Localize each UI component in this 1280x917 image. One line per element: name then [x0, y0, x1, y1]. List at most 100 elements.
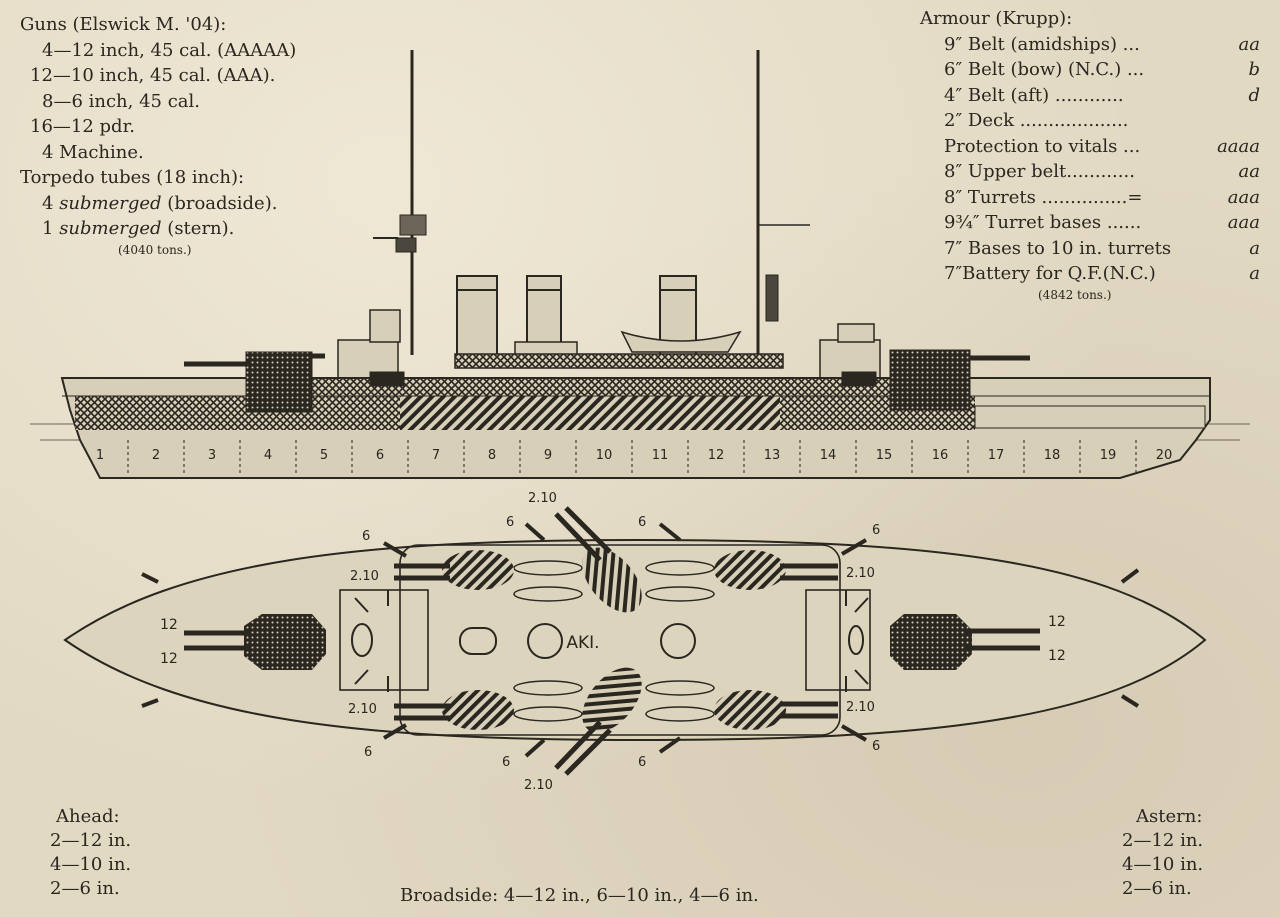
- armour-code: a: [1249, 263, 1260, 284]
- armour-row: 7″ Bases to 10 in. turrets a: [944, 236, 1260, 262]
- armour-code: d: [1248, 84, 1260, 106]
- armour-tons: (4842 tons.): [1038, 287, 1112, 302]
- astern-line: 2—6 in.: [1122, 878, 1192, 899]
- armour-row: 9¾″ Turret bases ...... aaa: [944, 210, 1260, 236]
- astern-line: 4—10 in.: [1122, 854, 1204, 875]
- hull-section-number: 17: [988, 448, 1005, 463]
- hull-section-number: 6: [376, 448, 384, 463]
- torpedo-line: 1 submerged (stern).: [20, 216, 296, 242]
- hull-section-number: 4: [264, 448, 272, 463]
- armour-label: 9¾″ Turret bases ......: [944, 212, 1142, 233]
- hull-section-number: 7: [432, 448, 440, 463]
- torpedo-line: 4 submerged (broadside).: [20, 191, 296, 217]
- gun-label-6: 6: [638, 515, 646, 530]
- hull-section-number: 10: [596, 448, 613, 463]
- gun-label-6: 6: [362, 529, 370, 544]
- gun-label-10: 2.10: [524, 778, 553, 793]
- armour-code: a: [1249, 237, 1260, 259]
- gun-label-12: 12: [1048, 614, 1066, 630]
- armour-row: 9″ Belt (amidships) ...aa: [944, 32, 1260, 58]
- gun-label-10: 2.10: [846, 700, 875, 715]
- hull-section-number: 16: [932, 448, 949, 463]
- gun-label-6: 6: [872, 523, 880, 538]
- armour-row: 7″Battery for Q.F.(N.C.) a: [944, 261, 1260, 287]
- armour-code: aa: [1238, 161, 1260, 182]
- hull-section-number: 19: [1100, 448, 1117, 463]
- guns-tons: (4040 tons.): [118, 242, 192, 257]
- armour-code: aaa: [1227, 186, 1260, 208]
- armour-label: 8″ Turrets ...............=: [944, 186, 1143, 208]
- armour-code: aaa: [1227, 212, 1260, 233]
- astern-line: 2—12 in.: [1122, 830, 1204, 851]
- ahead-title: Ahead:: [56, 806, 120, 827]
- torpedo-where: (stern).: [167, 218, 235, 239]
- gun-label-10: 2.10: [350, 569, 379, 584]
- gun-label-6: 6: [506, 515, 514, 530]
- ship-name: AKI.: [566, 633, 599, 653]
- armour-code: aaaa: [1217, 135, 1260, 157]
- armour-row: Protection to vitals ... aaaa: [944, 134, 1260, 160]
- hull-section-number: 8: [488, 448, 496, 463]
- torpedo-count: 1: [42, 218, 54, 239]
- armour-code: aa: [1238, 33, 1260, 55]
- hull-section-number: 3: [208, 448, 216, 463]
- guns-line: 4—12 inch, 45 cal. (AAAAA): [42, 39, 297, 61]
- armour-label: 2″ Deck ...................: [944, 110, 1129, 131]
- profile-turrets: [184, 349, 1030, 413]
- masts: [373, 50, 810, 355]
- armour-label: 7″ Bases to 10 in. turrets: [944, 237, 1172, 259]
- guns-line: 8—6 inch, 45 cal.: [42, 90, 201, 112]
- hull-section-number: 15: [876, 448, 893, 463]
- gun-label-6: 6: [872, 739, 880, 754]
- torpedo-kind: submerged: [59, 218, 162, 239]
- armour-row: 6″ Belt (bow) (N.C.) ... b: [944, 57, 1260, 83]
- armour-row: 2″ Deck ...................: [944, 108, 1260, 134]
- astern-title: Astern:: [1136, 806, 1203, 827]
- armour-label: Protection to vitals ...: [944, 135, 1141, 157]
- hull-profile: [60, 377, 1211, 479]
- hull-section-number: 12: [708, 448, 725, 463]
- armour-title: Armour (Krupp):: [920, 8, 1073, 29]
- hull-section-number: 13: [764, 448, 781, 463]
- hull-section-number: 2: [152, 448, 160, 463]
- gun-label-6: 6: [364, 745, 372, 760]
- guns-line: 12—10 inch, 45 cal. (AAA).: [30, 65, 276, 86]
- guns-block: Guns (Elswick M. '04): 4—12 inch, 45 cal…: [20, 12, 296, 258]
- torpedo-where: (broadside).: [167, 192, 278, 214]
- hull-section-number: 11: [652, 448, 669, 463]
- hull-section-number: 9: [544, 448, 552, 463]
- armour-code: b: [1248, 59, 1260, 80]
- armour-label: 4″ Belt (aft) ............: [944, 84, 1124, 106]
- ahead-line: 2—12 in.: [50, 830, 132, 851]
- plan-view: AKI. 12 12 12 12 2.10 2.10 2.10 2.10 2.1…: [63, 491, 1207, 793]
- gun-label-10: 2.10: [348, 702, 377, 717]
- ahead-line: 4—10 in.: [50, 854, 132, 875]
- torpedo-kind: submerged: [59, 192, 162, 214]
- armour-label: 8″ Upper belt............: [944, 161, 1135, 182]
- hull-section-number: 14: [820, 448, 837, 463]
- gun-label-12: 12: [160, 617, 178, 633]
- ahead-line: 2—6 in.: [50, 878, 120, 899]
- armour-row: 8″ Upper belt............ aa: [944, 159, 1260, 185]
- ahead-block: Ahead: 2—12 in. 4—10 in. 2—6 in.: [50, 805, 131, 901]
- gun-label-12: 12: [1048, 648, 1066, 664]
- torpedo-count: 4: [42, 192, 54, 214]
- superstructure: [337, 309, 881, 381]
- guns-line: 16—12 pdr.: [30, 116, 135, 137]
- hull-section-number: 20: [1156, 448, 1173, 463]
- gun-label-6: 6: [638, 755, 646, 770]
- armour-label: 6″ Belt (bow) (N.C.) ...: [944, 59, 1145, 80]
- gun-label-10: 2.10: [846, 566, 875, 581]
- gun-label-6: 6: [502, 755, 510, 770]
- armour-label: 7″Battery for Q.F.(N.C.): [944, 263, 1156, 284]
- armour-block: Armour (Krupp): 9″ Belt (amidships) ...a…: [920, 6, 1260, 303]
- gun-label-12: 12: [160, 651, 178, 667]
- broadside-line: Broadside: 4—12 in., 6—10 in., 4—6 in.: [400, 885, 759, 906]
- gun-label-10: 2.10: [528, 491, 557, 506]
- astern-block: Astern: 2—12 in. 4—10 in. 2—6 in.: [1122, 805, 1203, 901]
- hull-section-number: 5: [320, 448, 328, 463]
- guns-title: Guns (Elswick M. '04):: [20, 14, 227, 35]
